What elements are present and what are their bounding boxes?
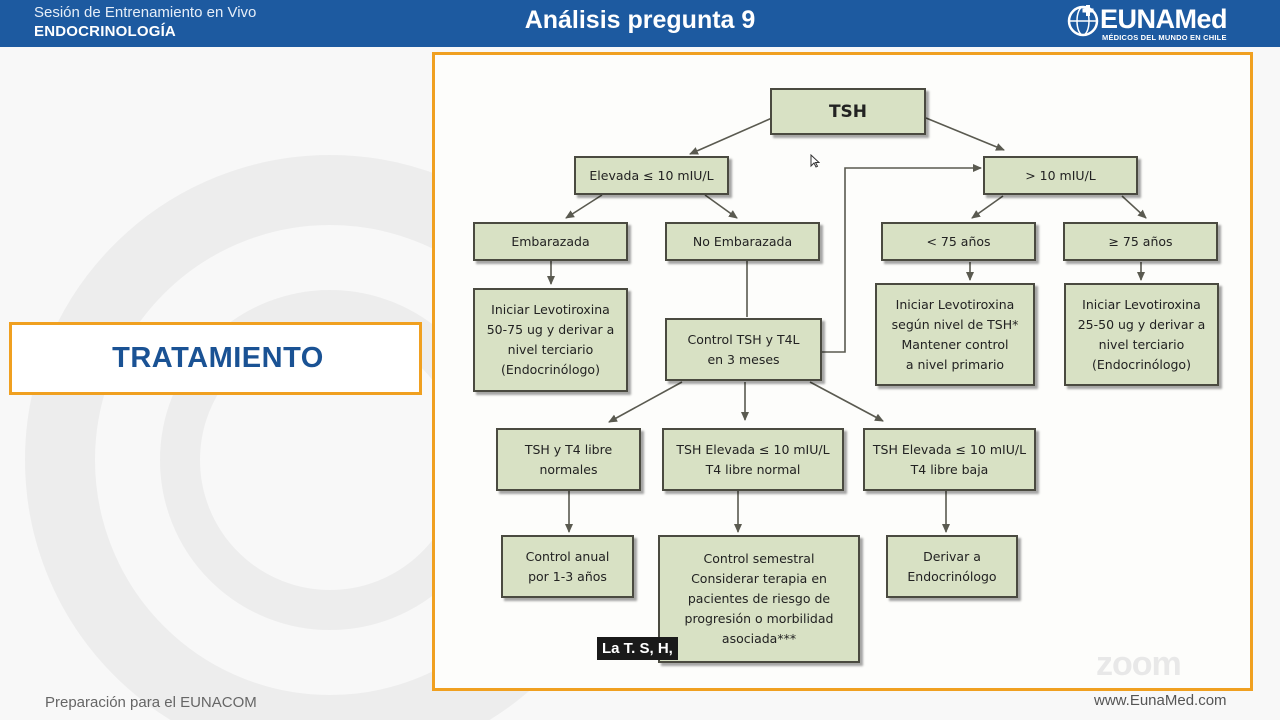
footer-website-link[interactable]: www.EunaMed.com bbox=[1094, 692, 1227, 709]
node-tsh: TSH bbox=[770, 88, 926, 135]
section-name: ENDOCRINOLOGÍA bbox=[34, 23, 176, 40]
node-t4-normal: TSH Elevada ≤ 10 mIU/L T4 libre normal bbox=[662, 428, 844, 491]
logo-tagline: MÉDICOS DEL MUNDO EN CHILE bbox=[1102, 33, 1227, 42]
node-control-anual: Control anual por 1-3 años bbox=[501, 535, 634, 598]
node-embarazada: Embarazada bbox=[473, 222, 628, 261]
treatment-label: TRATAMIENTO bbox=[112, 342, 324, 374]
footer-course: Preparación para el EUNACOM bbox=[45, 694, 257, 711]
node-elevada: Elevada ≤ 10 mIU/L bbox=[574, 156, 729, 195]
node-control-tsh: Control TSH y T4L en 3 meses bbox=[665, 318, 822, 381]
zoom-watermark: zoom bbox=[1096, 645, 1182, 683]
session-subtitle: Sesión de Entrenamiento en Vivo bbox=[34, 4, 257, 21]
node-derivar: Derivar a Endocrinólogo bbox=[886, 535, 1018, 598]
node-mayor75: ≥ 75 años bbox=[1063, 222, 1218, 261]
subtitle-caption: La T. S, H, bbox=[597, 637, 678, 660]
globe-icon bbox=[1067, 5, 1099, 37]
node-normales: TSH y T4 libre normales bbox=[496, 428, 641, 491]
node-levo-mayor75: Iniciar Levotiroxina 25-50 ug y derivar … bbox=[1064, 283, 1219, 386]
mouse-cursor-icon bbox=[810, 154, 820, 168]
node-menor75: < 75 años bbox=[881, 222, 1036, 261]
logo-brand: EUNAMed bbox=[1100, 4, 1228, 34]
eunamed-logo: EUNAMed MÉDICOS DEL MUNDO EN CHILE bbox=[1064, 2, 1244, 46]
node-levo-menor75: Iniciar Levotiroxina según nivel de TSH*… bbox=[875, 283, 1035, 386]
node-control-semestral: Control semestral Considerar terapia en … bbox=[658, 535, 860, 663]
node-mayor10: > 10 mIU/L bbox=[983, 156, 1138, 195]
slide-title: Análisis pregunta 9 bbox=[524, 6, 756, 34]
node-levo-embarazada: Iniciar Levotiroxina 50-75 ug y derivar … bbox=[473, 288, 628, 392]
treatment-label-box: TRATAMIENTO bbox=[9, 322, 422, 395]
node-no-embarazada: No Embarazada bbox=[665, 222, 820, 261]
node-t4-baja: TSH Elevada ≤ 10 mIU/L T4 libre baja bbox=[863, 428, 1036, 491]
header-bar: Sesión de Entrenamiento en Vivo ENDOCRIN… bbox=[0, 0, 1280, 47]
